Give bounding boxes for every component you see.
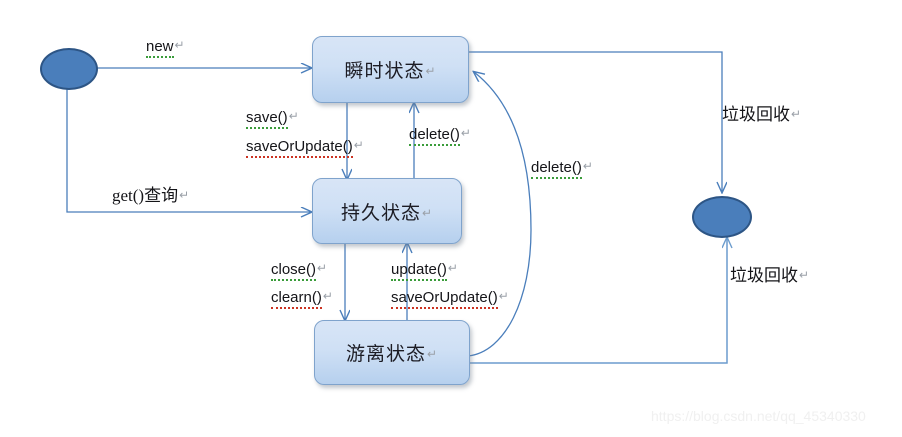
state-label-detached: 游离状态↵ [345, 344, 439, 365]
pilcrow-mark: ↵ [425, 64, 437, 78]
edge-gc-top [467, 51, 722, 192]
edge-label-clearn: clearn()↵ [271, 287, 333, 309]
pilcrow-mark: ↵ [498, 289, 509, 303]
edge-label-gc-top-text: 垃圾回收 [722, 105, 790, 124]
edge-label-close-text: close() [271, 261, 317, 281]
edge-label-save: save()↵ [246, 107, 299, 129]
pilcrow-mark: ↵ [288, 109, 299, 123]
pilcrow-mark: ↵ [791, 107, 802, 121]
state-label-transient: 瞬时状态↵ [344, 61, 437, 82]
edge-label-save-or-update-2: saveOrUpdate()↵ [391, 287, 509, 309]
edge-label-save-or-update-text: saveOrUpdate() [246, 138, 353, 158]
state-label-persistent: 持久状态↵ [340, 202, 434, 224]
pilcrow-mark: ↵ [322, 289, 333, 303]
pilcrow-mark: ↵ [447, 261, 458, 275]
watermark: https://blog.csdn.net/qq_45340330 [651, 408, 866, 424]
pilcrow-mark: ↵ [317, 261, 328, 275]
edge-label-delete-curve: delete()↵ [531, 157, 593, 179]
edge-label-close: close()↵ [271, 259, 328, 281]
edge-label-save-or-update-2-text: saveOrUpdate() [391, 289, 498, 309]
state-box-detached[interactable]: 游离状态↵ [314, 320, 470, 385]
edge-label-update-text: update() [391, 261, 447, 281]
edge-label-gc-bottom: 垃圾回收↵ [730, 266, 809, 285]
state-box-transient[interactable]: 瞬时状态↵ [312, 36, 469, 103]
edge-label-save-text: save() [246, 109, 288, 129]
edge-label-new-text: new [146, 38, 174, 58]
edge-label-new: new↵ [146, 36, 185, 58]
edge-label-update: update()↵ [391, 259, 458, 281]
state-box-persistent[interactable]: 持久状态↵ [312, 178, 462, 244]
pilcrow-mark: ↵ [799, 268, 810, 282]
edge-label-clearn-text: clearn() [271, 289, 322, 309]
edge-label-gc-bottom-text: 垃圾回收 [730, 266, 798, 285]
edge-label-gc-top: 垃圾回收↵ [722, 105, 801, 124]
pilcrow-mark: ↵ [174, 38, 185, 52]
pilcrow-mark: ↵ [426, 347, 439, 361]
node-garbage-collection[interactable] [692, 196, 752, 238]
pilcrow-mark: ↵ [179, 188, 190, 202]
pilcrow-mark: ↵ [460, 126, 471, 140]
pilcrow-mark: ↵ [353, 138, 364, 152]
pilcrow-mark: ↵ [421, 205, 434, 220]
node-start[interactable] [40, 48, 98, 90]
edge-label-delete-up: delete()↵ [409, 124, 471, 146]
edge-delete-curve [467, 72, 532, 357]
edge-label-get-query: get()查询↵ [112, 186, 189, 205]
edge-get-query [66, 88, 311, 212]
pilcrow-mark: ↵ [582, 159, 593, 173]
edge-label-delete-up-text: delete() [409, 126, 460, 146]
edge-gc-bottom [467, 238, 727, 364]
edge-label-delete-curve-text: delete() [531, 159, 582, 179]
edge-label-get-query-text: get()查询 [112, 186, 179, 205]
edge-label-save-or-update: saveOrUpdate()↵ [246, 136, 364, 158]
